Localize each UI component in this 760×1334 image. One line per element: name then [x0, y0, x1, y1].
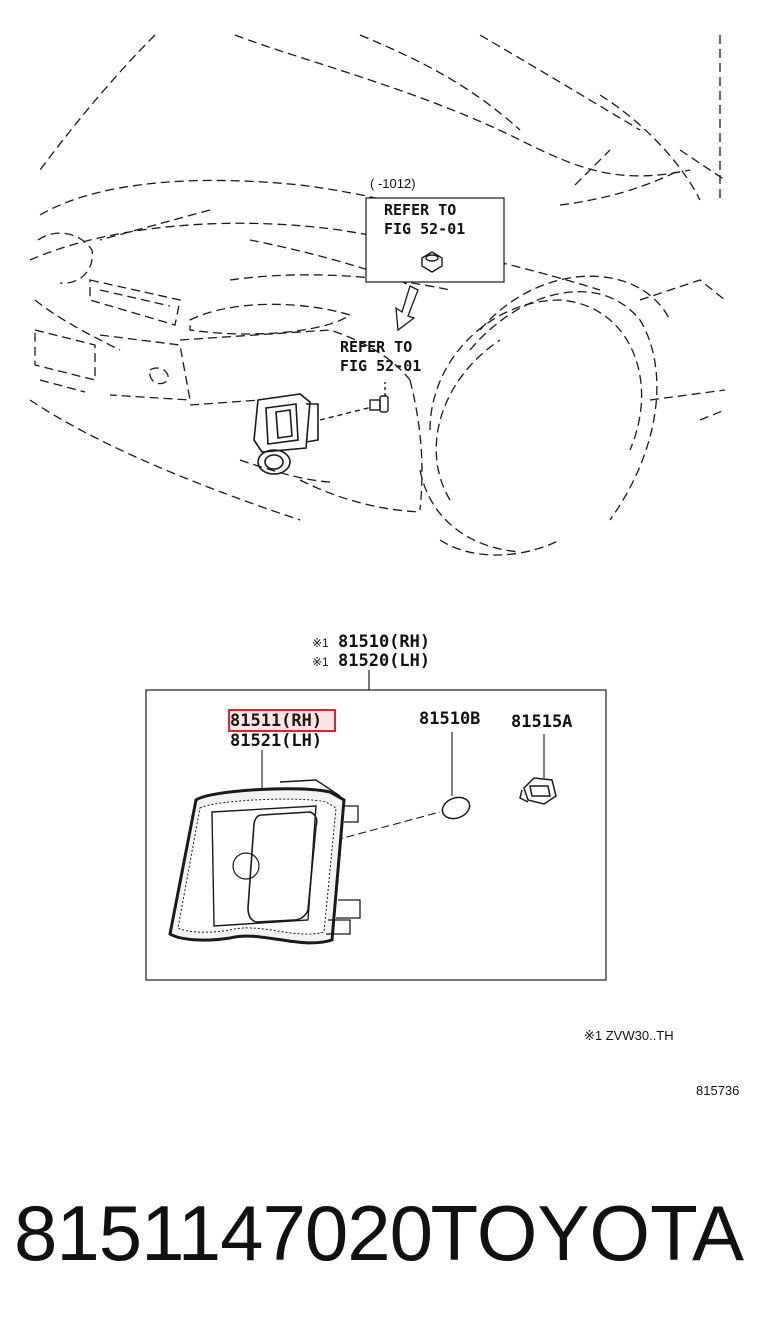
bulb-icon	[441, 796, 471, 820]
callout-refer-line2: FIG 52-01	[384, 220, 465, 238]
assembly-box	[145, 689, 607, 981]
housing-lh-label: 81521(LH)	[230, 731, 322, 751]
socket-icon	[519, 777, 557, 805]
bolt-refer-line1: REFER TO	[340, 338, 412, 356]
highlight-box	[228, 709, 336, 732]
refer-callout-box	[365, 197, 505, 283]
bolt-refer-line2: FIG 52-01	[340, 357, 421, 375]
fog-lamp-in-vehicle	[253, 393, 319, 475]
assembly-lh-label: 81520(LH)	[338, 651, 430, 671]
bolt-icon	[319, 382, 389, 421]
range-note: ( -1012)	[370, 176, 416, 191]
fog-lamp-housing	[168, 779, 361, 945]
figure-number: 815736	[696, 1083, 739, 1098]
part-number: 8151147020	[14, 1189, 433, 1277]
arrow-down-icon	[395, 285, 419, 332]
nut-icon	[421, 251, 443, 273]
brand-name: TOYOTA	[430, 1189, 745, 1277]
applicability-note: ※1 ZVW30..TH	[584, 1028, 674, 1043]
socket-label: 81515A	[511, 712, 572, 732]
leader-lines	[253, 732, 545, 863]
callout-refer-line1: REFER TO	[384, 201, 456, 219]
vehicle-outline	[29, 34, 726, 556]
bulb-label: 81510B	[419, 709, 480, 729]
applicability-mark: ※1	[312, 655, 329, 669]
housing-rh-label: 81511(RH)	[230, 711, 322, 731]
assembly-rh-label: 81510(RH)	[338, 632, 430, 652]
applicability-mark: ※1	[312, 636, 329, 650]
